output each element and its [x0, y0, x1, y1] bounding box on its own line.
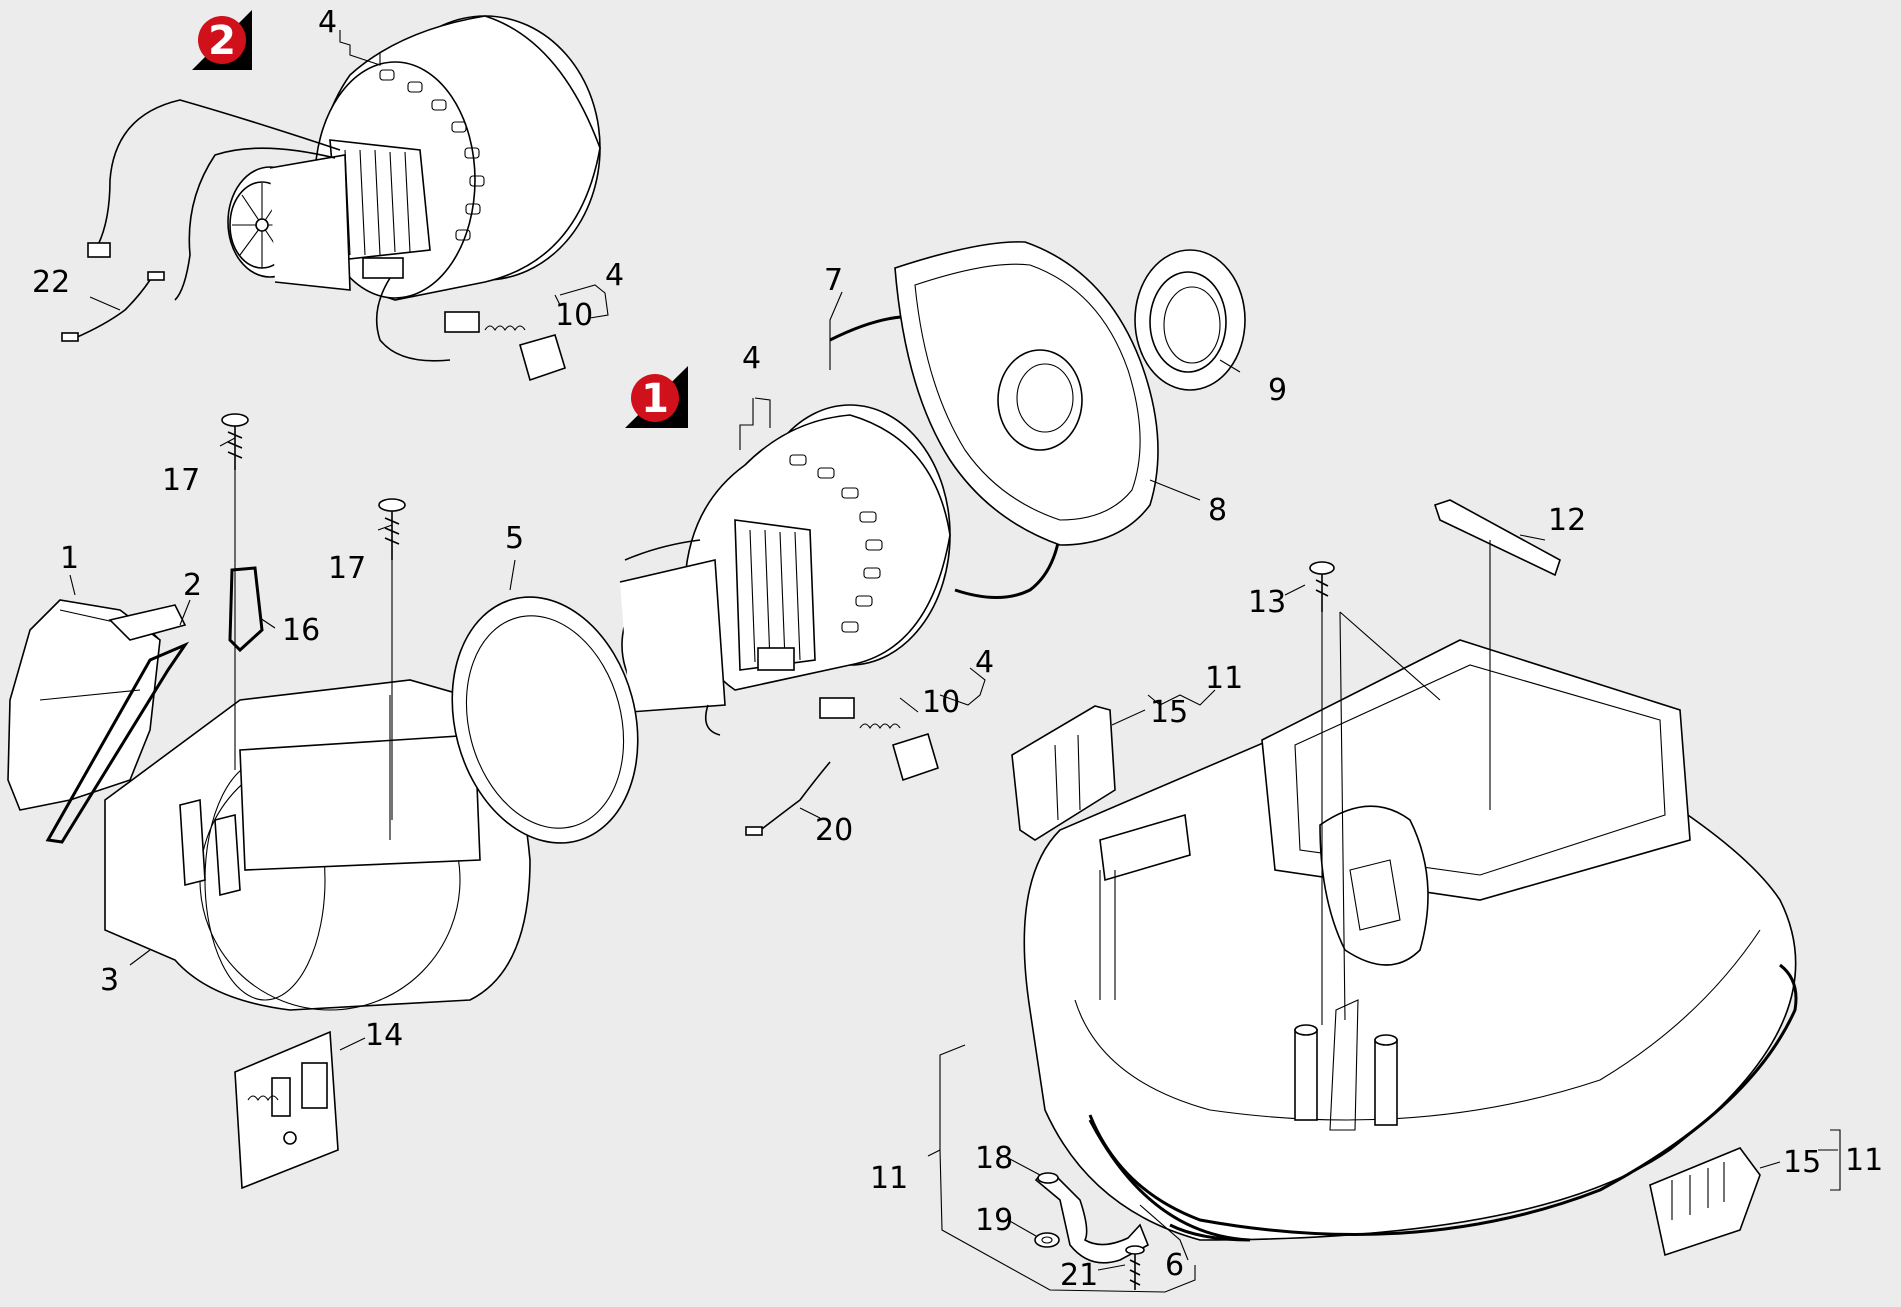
callout-11-top: 11: [1205, 661, 1243, 696]
badge-1-circle: [631, 374, 679, 422]
callout-11-right: 11: [1845, 1143, 1883, 1178]
callout-labels: 4 22 4 10 7 9 4 8 17 17 5 1 2 16 12 13 1…: [32, 5, 1883, 1293]
washer-19: [1034, 1232, 1060, 1248]
gasket-5: [451, 596, 639, 844]
callout-9: 9: [1268, 373, 1287, 408]
callout-10-motor2: 10: [555, 298, 593, 333]
callout-21: 21: [1060, 1258, 1098, 1293]
callout-12: 12: [1548, 503, 1586, 538]
callout-17-right: 17: [328, 551, 366, 586]
circuit-board-14: [234, 1030, 339, 1190]
callout-2: 2: [183, 568, 202, 603]
strip-12: [1433, 499, 1561, 577]
callout-19: 19: [975, 1203, 1013, 1238]
motor-assembly-2: [61, 15, 601, 382]
screw-17a: [221, 413, 249, 770]
motor-cover-8: [894, 241, 1159, 546]
badge-2-circle: [198, 16, 246, 64]
badge-2-number: 2: [208, 18, 236, 64]
callout-18: 18: [975, 1141, 1013, 1176]
callout-4-top: 4: [318, 5, 337, 40]
callout-22: 22: [32, 265, 70, 300]
clamp-18: [1034, 1172, 1150, 1264]
callout-1: 1: [60, 541, 79, 576]
part-1-cover: [7, 599, 187, 811]
callout-5: 5: [505, 521, 524, 556]
screw-17b: [378, 498, 406, 820]
base-unit: [1023, 639, 1798, 1242]
callout-8: 8: [1208, 493, 1227, 528]
callout-16: 16: [282, 613, 320, 648]
screw-21: [1125, 1245, 1145, 1290]
seal-16: [228, 566, 264, 653]
callout-7: 7: [824, 263, 843, 298]
callout-4-motor1-brush: 4: [975, 645, 994, 680]
ring-9: [1134, 249, 1246, 391]
screw-13: [1309, 561, 1441, 1025]
caster-cover-15b: [1649, 1147, 1761, 1257]
housing-3: [104, 679, 531, 1011]
badge-1-number: 1: [641, 376, 669, 422]
callout-10-motor1: 10: [922, 685, 960, 720]
callout-15-bottom: 15: [1783, 1145, 1821, 1180]
motor-assembly-1: [619, 404, 951, 836]
callout-4-motor1: 4: [742, 341, 761, 376]
assembly-badge-2: 2: [192, 10, 252, 70]
callout-15-top: 15: [1150, 695, 1188, 730]
callout-4-motor2-brush: 4: [605, 258, 624, 293]
seal-2: [45, 641, 190, 844]
callout-20: 20: [815, 813, 853, 848]
callout-11-bottom: 11: [870, 1161, 908, 1196]
assembly-badge-1: 1: [625, 366, 688, 428]
callout-14: 14: [365, 1018, 403, 1053]
callout-3: 3: [100, 963, 119, 998]
leader-lines: [69, 30, 1841, 1293]
callout-6: 6: [1165, 1248, 1184, 1283]
caster-cover-15a: [1011, 705, 1116, 841]
callout-17-left: 17: [162, 463, 200, 498]
callout-13: 13: [1248, 585, 1286, 620]
